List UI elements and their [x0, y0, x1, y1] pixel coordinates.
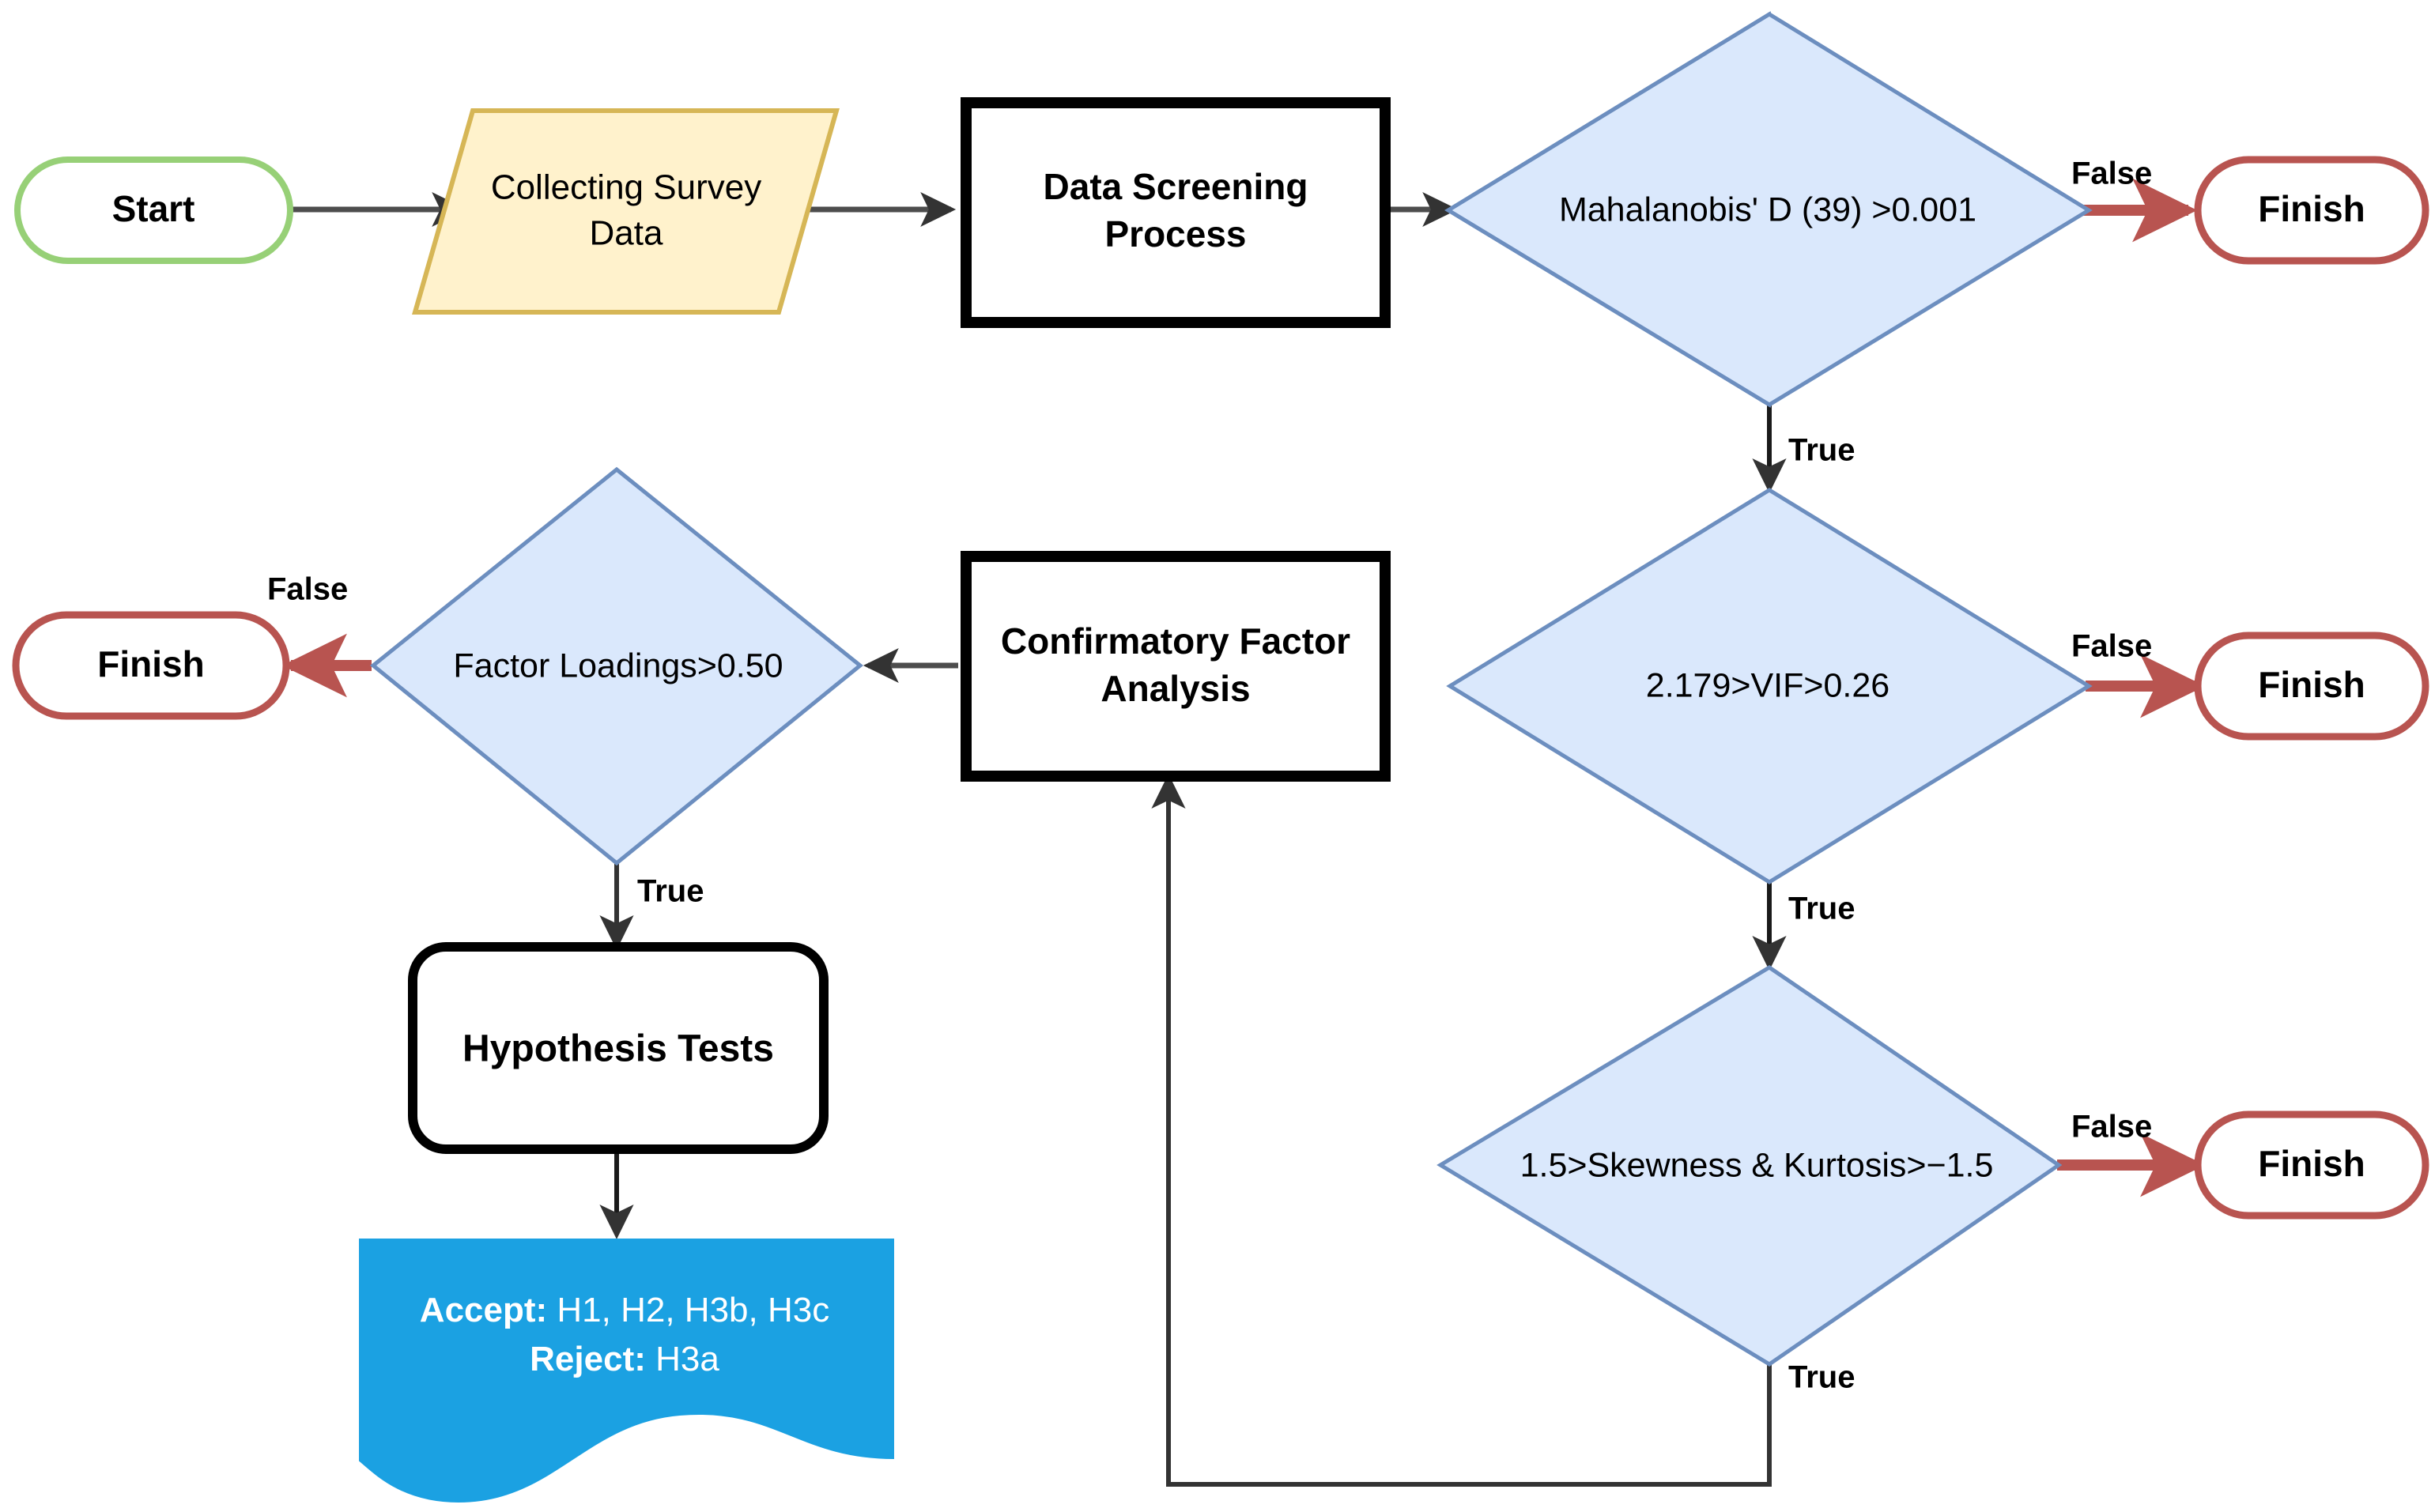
hypothesis-tests-shape: [408, 942, 829, 1154]
edge-label-skewness-false: False: [2071, 1110, 2152, 1144]
node-hypothesis-tests[interactable]: Hypothesis Tests: [408, 942, 829, 1154]
edge-label-vif-false: False: [2071, 629, 2152, 664]
node-finish-skewness[interactable]: Finish: [2194, 1110, 2429, 1220]
finish-vif-shape: [2194, 632, 2429, 741]
results-document-line2: Reject: H3a: [530, 1340, 719, 1378]
finish-factor-loadings-label: Finish: [97, 643, 204, 684]
finish-skewness-label: Finish: [2258, 1143, 2365, 1184]
mahalanobis-diamond: [1444, 12, 2093, 407]
node-start[interactable]: Start: [14, 156, 293, 264]
start-shape: [14, 156, 293, 264]
edge-label-skewness-true: True: [1788, 1360, 1855, 1395]
collecting-survey-data-label-line1: Collecting Survey: [491, 168, 761, 207]
hypothesis-tests-label: Hypothesis Tests: [462, 1028, 774, 1070]
edge-label-vif-true: True: [1788, 892, 1855, 926]
confirmatory-factor-analysis-shape: [961, 551, 1391, 782]
results-document-line1: Accept: H1, H2, H3b, H3c: [420, 1291, 829, 1329]
results-reject-label: Reject:: [530, 1340, 646, 1378]
skewness-kurtosis-label: 1.5>Skewness & Kurtosis>−1.5: [1520, 1146, 1994, 1184]
data-screening-process-label-line2: Process: [1104, 213, 1246, 255]
node-collecting-survey-data[interactable]: Collecting Survey Data: [412, 108, 840, 315]
mahalanobis-label: Mahalanobis' D (39) >0.001: [1559, 190, 1976, 228]
edge-label-factor-loadings-true: True: [637, 874, 704, 909]
confirmatory-factor-analysis-label-line1: Confirmatory Factor: [1001, 620, 1350, 662]
finish-mahalanobis-shape: [2194, 156, 2429, 265]
results-accept-value: H1, H2, H3b, H3c: [547, 1291, 829, 1329]
node-skewness-kurtosis-decision[interactable]: 1.5>Skewness & Kurtosis>−1.5: [1436, 965, 2063, 1367]
finish-skewness-shape: [2194, 1110, 2429, 1220]
finish-factor-loadings-shape: [12, 611, 290, 720]
node-data-screening-process[interactable]: Data Screening Process: [961, 97, 1391, 328]
data-screening-process-label-line1: Data Screening: [1044, 166, 1308, 207]
results-reject-value: H3a: [646, 1340, 719, 1378]
factor-loadings-diamond: [370, 466, 863, 866]
confirmatory-factor-analysis-label-line2: Analysis: [1100, 668, 1250, 709]
data-screening-process-shape: [961, 97, 1391, 328]
collecting-survey-data-label-line2: Data: [590, 214, 663, 253]
vif-label: 2.179>VIF>0.26: [1646, 666, 1889, 704]
results-document-shape: [359, 1239, 894, 1503]
node-finish-factor-loadings[interactable]: Finish: [12, 611, 290, 720]
results-accept-label: Accept:: [420, 1291, 547, 1329]
start-label: Start: [112, 188, 195, 229]
node-confirmatory-factor-analysis[interactable]: Confirmatory Factor Analysis: [961, 551, 1391, 782]
finish-vif-label: Finish: [2258, 664, 2365, 705]
node-finish-mahalanobis[interactable]: Finish: [2194, 156, 2429, 265]
node-results-document[interactable]: Accept: H1, H2, H3b, H3c Reject: H3a: [359, 1239, 894, 1503]
edge-label-mahalanobis-true: True: [1788, 433, 1855, 468]
edge-label-factor-loadings-false: False: [267, 572, 348, 607]
edge-skewness-true-to-cfa: [1151, 774, 1772, 1487]
finish-mahalanobis-label: Finish: [2258, 188, 2365, 229]
node-finish-vif[interactable]: Finish: [2194, 632, 2429, 741]
node-factor-loadings-decision[interactable]: Factor Loadings>0.50: [370, 466, 863, 866]
skewness-kurtosis-diamond: [1436, 965, 2063, 1367]
vif-diamond: [1446, 488, 2093, 884]
node-vif-decision[interactable]: 2.179>VIF>0.26: [1446, 488, 2093, 884]
collecting-survey-data-shape: [412, 108, 840, 315]
factor-loadings-label: Factor Loadings>0.50: [453, 647, 783, 684]
edge-label-mahalanobis-false: False: [2071, 156, 2152, 191]
node-mahalanobis-decision[interactable]: Mahalanobis' D (39) >0.001: [1444, 11, 2093, 408]
